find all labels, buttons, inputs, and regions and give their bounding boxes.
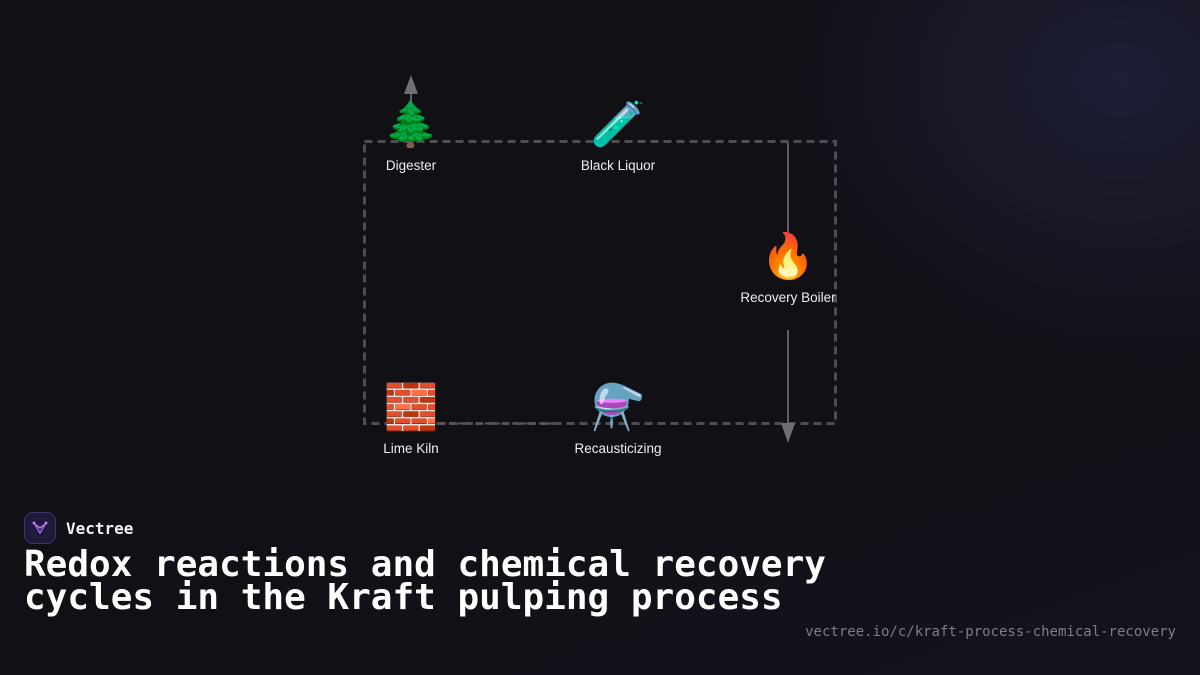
alembic-icon: ⚗️ [590,383,646,432]
fire-icon: 🔥 [760,232,816,281]
node-label-black-liquor: Black Liquor [580,158,656,173]
node-label-lime-kiln: Lime Kiln [383,441,439,456]
source-url[interactable]: vectree.io/c/kraft-process-chemical-reco… [805,624,1176,640]
brand: Vectree [24,512,133,544]
node-label-digester: Digester [385,158,437,173]
brand-name: Vectree [66,518,134,538]
evergreen-tree-icon: 🌲 [383,100,439,149]
node-digester: 🌲 Digester [341,100,481,173]
node-black-liquor: 🧪 Black Liquor [548,100,688,173]
node-lime-kiln: 🧱 Lime Kiln [341,383,481,456]
vectree-logo-icon [24,512,56,544]
node-recausticizing: ⚗️ Recausticizing [548,383,688,456]
brick-icon: 🧱 [383,383,439,432]
boiler-outlet-arrowhead [781,423,795,443]
node-recovery-boiler: 🔥 Recovery Boiler [718,232,858,305]
node-label-recausticizing: Recausticizing [574,441,662,456]
test-tube-icon: 🧪 [590,100,646,149]
digester-outlet-arrowhead [404,75,418,94]
page-title: Redox reactions and chemical recovery cy… [24,544,826,618]
cycle-loop-connector [363,140,837,425]
node-label-recovery-boiler: Recovery Boiler [740,290,836,305]
